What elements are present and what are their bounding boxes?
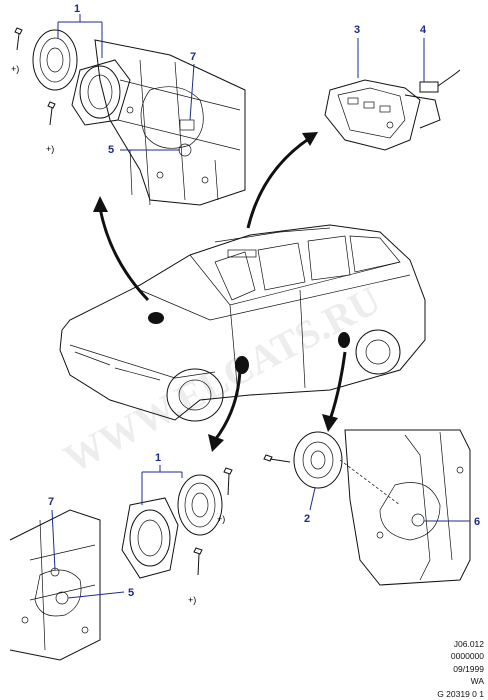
rear-wheel <box>355 329 401 375</box>
callout-5-top: 5 <box>108 144 114 156</box>
ref-line-3: 09/1999 <box>453 663 484 674</box>
callout-2: 2 <box>304 513 310 525</box>
callout-6: 6 <box>474 516 480 528</box>
connector-plug <box>419 69 461 93</box>
speaker-location-dash <box>148 312 164 324</box>
screw-top-a <box>14 27 23 51</box>
vehicle-minivan <box>59 224 426 422</box>
front-speaker-detail-top: +) +) 1 7 5 <box>11 3 246 206</box>
plus-note-d: +) <box>188 595 196 605</box>
plus-note-c: +) <box>217 514 225 524</box>
front-wheel <box>166 368 224 422</box>
callout-3: 3 <box>354 24 360 36</box>
speaker-front-left-top <box>32 29 78 91</box>
callout-4: 4 <box>420 24 427 36</box>
speaker-front-right-bottom <box>177 474 223 536</box>
ref-line-1: J06.012 <box>453 638 484 649</box>
callout-5-bottom: 5 <box>128 587 134 599</box>
drawing-reference: J06.012 0000000 09/1999 WA G 20319 0 1 <box>437 638 484 700</box>
control-module-detail: 3 4 <box>324 24 461 151</box>
plus-note-a: +) <box>11 64 19 74</box>
screw-rear <box>263 454 291 463</box>
plus-note-b: +) <box>46 144 54 154</box>
ref-line-2: 0000000 <box>450 651 484 661</box>
callout-7-bottom: 7 <box>48 496 54 508</box>
ref-line-5: G 20319 0 1 <box>437 688 484 699</box>
screw-bottom-a <box>223 467 233 496</box>
rear-speaker-detail: 2 6 <box>263 429 480 586</box>
screw-bottom-b <box>193 547 203 576</box>
front-speaker-detail-bottom: +) +) 1 7 5 <box>9 452 233 661</box>
speaker-front-right-top <box>71 59 131 126</box>
screw-top-b <box>47 101 56 126</box>
watermark-text: WWW.ELCATS.RU <box>56 277 387 482</box>
direction-arrows <box>93 132 347 452</box>
speaker-location-rear <box>338 332 350 348</box>
callout-1-bottom: 1 <box>155 452 161 464</box>
speaker-location-front-door <box>235 356 249 374</box>
watermark: WWW.ELCATS.RU <box>56 277 387 482</box>
speaker-front-left-bottom <box>121 497 179 579</box>
rear-speaker <box>293 431 343 489</box>
callout-1-top: 1 <box>74 3 80 15</box>
callout-7-top: 7 <box>190 51 196 63</box>
ref-line-4: WA <box>470 676 484 686</box>
